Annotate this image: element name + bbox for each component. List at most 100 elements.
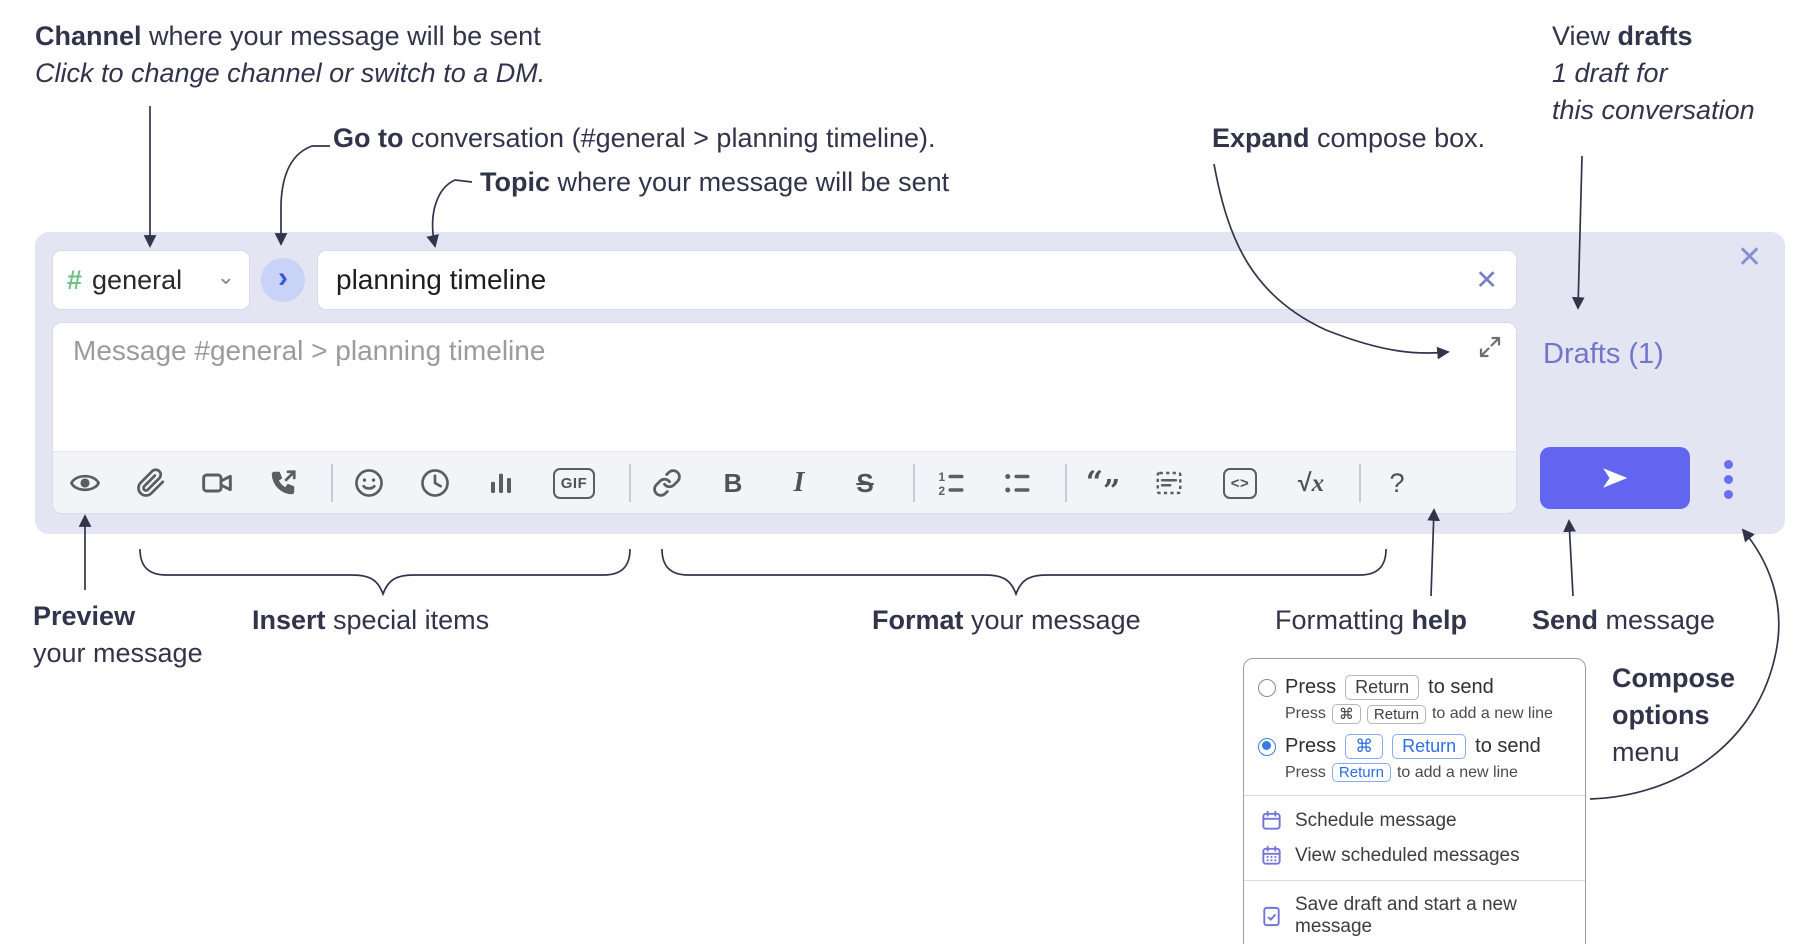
annotation-compose-options-line3: menu — [1612, 737, 1680, 767]
annotation-send: Send message — [1532, 602, 1715, 639]
message-formatting-help-button[interactable]: ? — [1377, 461, 1417, 505]
radio-unselected-icon[interactable] — [1258, 678, 1276, 697]
attach-file-button[interactable] — [131, 461, 171, 505]
annotation-view-drafts-line3: this conversation — [1552, 95, 1755, 125]
strikethrough-button[interactable]: S — [845, 461, 885, 505]
option-cmd-return-to-send[interactable]: Press ⌘ Return to send — [1244, 730, 1585, 763]
ellipsis-dot — [1723, 459, 1733, 469]
annotation-goto: Go to conversation (#general > planning … — [333, 120, 936, 157]
video-call-button[interactable] — [197, 461, 237, 505]
topic-input[interactable]: planning timeline ✕ — [317, 250, 1517, 310]
return-key: Return — [1331, 763, 1391, 782]
go-to-conversation-button[interactable]: › — [261, 258, 305, 302]
annotation-expand-bold: Expand — [1212, 123, 1310, 153]
toolbar-divider — [1065, 464, 1067, 502]
brace-insert — [139, 548, 631, 597]
smiley-icon — [355, 469, 383, 497]
menu-item-label: Save draft and start a new message — [1295, 894, 1517, 937]
italic-button[interactable]: I — [779, 461, 819, 505]
expand-compose-icon[interactable] — [1478, 335, 1502, 364]
menu-item-label: View scheduled messages — [1295, 844, 1520, 866]
annotation-format-rest: your message — [963, 605, 1141, 635]
annotation-channel-bold: Channel — [35, 21, 142, 51]
return-key: Return — [1345, 675, 1420, 700]
option-return-to-send-sub: Press ⌘ Return to add a new line — [1244, 704, 1585, 730]
svg-text:1: 1 — [939, 470, 946, 484]
paperclip-icon — [137, 468, 165, 497]
toolbar-divider — [913, 464, 915, 502]
toolbar-divider — [1359, 464, 1361, 502]
menu-item-schedule-message[interactable]: Schedule message — [1244, 803, 1585, 838]
annotation-view-drafts-bold: drafts — [1617, 21, 1693, 51]
bulleted-list-button[interactable] — [997, 461, 1037, 505]
bar-chart-icon — [491, 473, 511, 493]
annotation-insert: Insert special items — [252, 602, 489, 639]
emoji-button[interactable] — [349, 461, 389, 505]
preview-button[interactable] — [65, 461, 105, 505]
numbered-list-button[interactable]: 1 2 — [931, 461, 971, 505]
close-compose-icon[interactable]: ✕ — [1737, 241, 1763, 274]
cmd-key: ⌘ — [1345, 734, 1384, 759]
return-key: Return — [1366, 704, 1426, 724]
annotation-expand-rest: compose box. — [1309, 123, 1486, 153]
annotation-preview-line2: your message — [33, 638, 203, 668]
chevron-right-icon: › — [278, 261, 288, 294]
press-label: Press — [1285, 763, 1326, 781]
message-input[interactable]: Message #general > planning timeline — [53, 323, 1516, 451]
bold-button[interactable]: B — [713, 461, 753, 505]
option-return-to-send[interactable]: Press Return to send — [1244, 671, 1585, 704]
message-input-stack: Message #general > planning timeline — [52, 322, 1517, 514]
menu-item-view-scheduled[interactable]: View scheduled messages — [1244, 838, 1585, 873]
annotation-view-drafts-line2: 1 draft for — [1552, 58, 1668, 88]
quote-button[interactable]: “” — [1085, 465, 1121, 509]
channel-selector-label: general — [92, 264, 183, 295]
compose-options-menu-button[interactable] — [1713, 454, 1743, 504]
annotation-view-drafts-pre: View — [1552, 21, 1618, 51]
eye-icon — [69, 474, 101, 492]
annotation-compose-options-line1: Compose — [1612, 663, 1736, 693]
annotation-preview-bold: Preview — [33, 601, 136, 631]
spoiler-button[interactable] — [1149, 461, 1189, 505]
send-button[interactable] — [1540, 447, 1690, 509]
code-button[interactable]: <> — [1215, 461, 1265, 505]
math-button[interactable]: √x — [1291, 461, 1331, 505]
italic-icon: I — [793, 467, 805, 498]
option-cmd-return-to-send-sub: Press Return to add a new line — [1244, 763, 1585, 788]
radio-selected-icon[interactable] — [1258, 737, 1276, 756]
message-input-placeholder: Message #general > planning timeline — [73, 335, 546, 366]
popup-divider — [1244, 880, 1585, 881]
ellipsis-dot — [1723, 474, 1733, 484]
channel-selector[interactable]: # general ⌄ — [52, 250, 250, 310]
annotation-send-bold: Send — [1532, 605, 1599, 635]
add-gif-button[interactable]: GIF — [547, 461, 601, 505]
annotation-formatting-help-bold: help — [1411, 605, 1468, 635]
math-icon: √x — [1298, 469, 1324, 498]
annotation-formatting-help: Formatting help — [1275, 602, 1467, 639]
annotation-view-drafts: View drafts 1 draft for this conversatio… — [1552, 18, 1755, 129]
annotation-goto-rest: conversation (#general > planning timeli… — [403, 123, 936, 153]
add-global-time-button[interactable] — [415, 461, 455, 505]
annotation-insert-bold: Insert — [252, 605, 326, 635]
bulleted-list-icon — [1005, 474, 1030, 493]
bold-icon: B — [723, 467, 743, 498]
new-line-label: to add a new line — [1431, 705, 1553, 722]
ellipsis-dot — [1723, 489, 1733, 499]
calendar-grid-icon — [1262, 845, 1281, 865]
press-label: Press — [1285, 705, 1326, 722]
calendar-icon — [1262, 810, 1281, 830]
popup-divider — [1244, 795, 1585, 796]
annotation-channel-line2: Click to change channel or switch to a D… — [35, 58, 546, 88]
radical-sign: √ — [1297, 468, 1312, 497]
clear-topic-icon[interactable]: ✕ — [1475, 264, 1498, 295]
drafts-link[interactable]: Drafts (1) — [1543, 338, 1664, 370]
add-poll-button[interactable] — [481, 461, 521, 505]
quote-open-mark: “ — [1085, 465, 1103, 500]
voice-call-button[interactable] — [263, 461, 303, 505]
menu-item-label: Schedule message — [1295, 809, 1457, 831]
annotation-topic-bold: Topic — [480, 167, 550, 197]
link-button[interactable] — [647, 461, 687, 505]
annotation-channel-rest: where your message will be sent — [141, 21, 541, 51]
annotation-compose-options-line2: options — [1612, 700, 1710, 730]
menu-item-save-draft[interactable]: Save draft and start a new message — [1244, 888, 1585, 944]
toolbar-divider — [629, 464, 631, 502]
